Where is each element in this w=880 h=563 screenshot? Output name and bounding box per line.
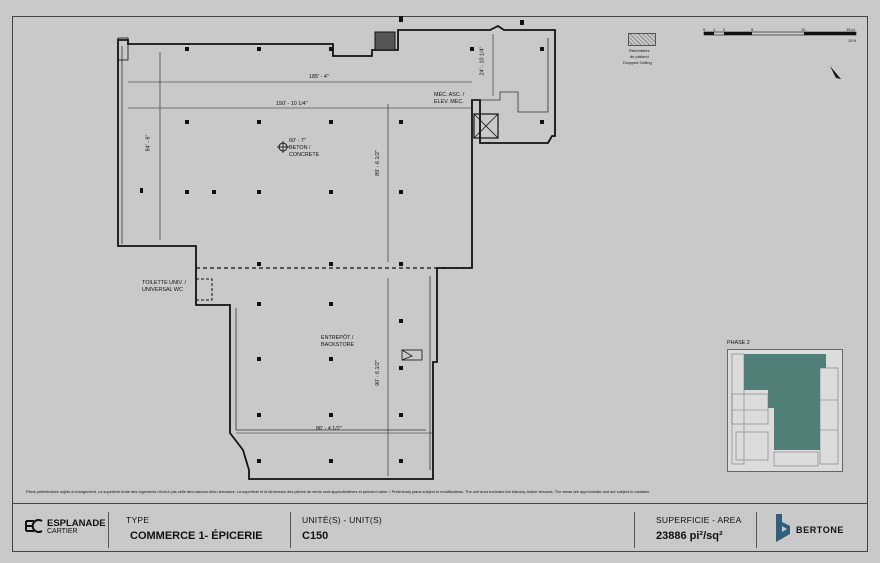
dropped-ceiling-swatch bbox=[628, 33, 656, 46]
brand-name: ESPLANADE bbox=[47, 518, 106, 529]
separator bbox=[756, 512, 757, 548]
keyplan-title: PHASE 2 bbox=[727, 340, 750, 346]
legend-ceiling-3: Dropped Ceiling bbox=[623, 60, 652, 65]
mechanical-block bbox=[374, 31, 396, 51]
legend-ceiling-2: de plafond bbox=[630, 54, 649, 59]
dim-center-vertical: 89' - 6 1/2" bbox=[374, 150, 381, 176]
unit-label: UNITÉ(S) - UNIT(S) bbox=[302, 515, 382, 525]
floor-material-2: CONCRETE bbox=[289, 152, 320, 158]
dim-left: 84' - 6" bbox=[145, 134, 152, 152]
toilet-label-1: TOILETTE UNIV. / bbox=[142, 280, 187, 286]
type-value: COMMERCE 1- ÉPICERIE bbox=[130, 530, 263, 542]
sheet-frame bbox=[12, 16, 868, 552]
backstore-label-2: BACKSTORE bbox=[321, 342, 355, 348]
elevator-label-2: ELEV. MEC. bbox=[434, 99, 464, 105]
universal-wc-room bbox=[196, 278, 213, 301]
developer-name: BERTONE bbox=[796, 525, 845, 535]
legend-ceiling-1: Retombées bbox=[629, 48, 650, 53]
scale-tick-0: 0 bbox=[703, 27, 706, 32]
dim-bottom: 86' - 4 1/2" bbox=[316, 426, 342, 432]
separator bbox=[290, 512, 291, 548]
brand-sub: CARTIER bbox=[47, 528, 78, 535]
scale-tick-1: 1 bbox=[713, 27, 716, 32]
elevator-shaft bbox=[473, 113, 499, 139]
dim-annex: 24' - 10 1/4" bbox=[479, 46, 486, 76]
disclaimer-text: Plans préliminaires sujets à changement.… bbox=[26, 489, 651, 494]
separator bbox=[634, 512, 635, 548]
title-block: ESPLANADE CARTIER TYPE COMMERCE 1- ÉPICE… bbox=[12, 503, 868, 553]
structural-columns bbox=[140, 16, 544, 463]
scale-sub: 15 ft bbox=[848, 38, 856, 43]
separator bbox=[108, 512, 109, 548]
area-value: 23886 pi²/sq² bbox=[656, 530, 723, 542]
scale-bar bbox=[703, 31, 857, 36]
dim-mid: 150' - 10 1/4" bbox=[276, 101, 308, 107]
area-label: SUPERFICIE - AREA bbox=[656, 515, 742, 525]
dim-top: 185' - 4" bbox=[309, 74, 329, 80]
key-plan bbox=[727, 349, 843, 472]
key-plan-drawing bbox=[728, 350, 842, 471]
scale-tick-5: 5 bbox=[751, 27, 754, 32]
exterior-wall bbox=[117, 24, 556, 480]
scale-tick-10: 10 bbox=[801, 27, 806, 32]
scale-tick-2: 2 bbox=[723, 27, 726, 32]
stair bbox=[117, 37, 129, 61]
phase-highlight bbox=[744, 354, 826, 450]
north-arrow-icon bbox=[830, 66, 841, 79]
scale-tick-15: 15 pi bbox=[846, 27, 855, 32]
dim-lower-vertical: 90' - 6 1/2" bbox=[374, 360, 381, 386]
toilet-label-2: UNIVERSAL WC bbox=[142, 287, 183, 293]
ceiling-height: 60' - 7" bbox=[289, 138, 306, 144]
floor-material-1: BETON / bbox=[289, 145, 311, 151]
type-label: TYPE bbox=[126, 515, 150, 525]
loading-door bbox=[401, 349, 423, 361]
annex-wall bbox=[472, 38, 549, 113]
unit-value: C150 bbox=[302, 530, 329, 542]
esplanade-logo-icon bbox=[25, 519, 43, 533]
backstore-label-1: ENTREPÔT / bbox=[321, 335, 354, 341]
elevator-label-1: MÉC. ASC. / bbox=[434, 92, 465, 98]
bertone-logo-icon bbox=[776, 514, 790, 542]
interior-wall bbox=[121, 46, 431, 470]
